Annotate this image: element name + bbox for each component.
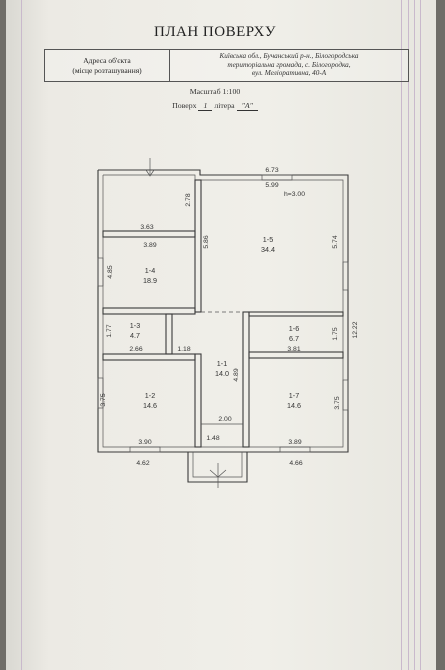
room-area: 18.9 — [143, 276, 157, 285]
dimension-label: 3.75 — [100, 393, 107, 406]
entrance-porch — [187, 452, 248, 488]
address-label-line: Адреса об'єкта — [83, 55, 131, 65]
dimension-label: 3.90 — [138, 439, 151, 446]
litera-prefix: літера — [214, 101, 235, 110]
room-area: 14.0 — [215, 369, 229, 378]
dimension-label: 12.22 — [352, 321, 359, 338]
address-label: Адреса об'єкта (місце розташування) — [45, 50, 170, 81]
room-number: 1-6 — [289, 324, 299, 333]
dimension-label: 1.18 — [177, 346, 190, 353]
floor-prefix: Поверх — [172, 101, 197, 110]
dimension-labels: 6.73 5.99 2.78 3.63 5.86 3.89 4.85 5.74 … — [100, 167, 359, 467]
dimension-label: 4.62 — [136, 460, 149, 467]
dimension-label: 2.66 — [129, 346, 142, 353]
floor-value: 1 — [198, 101, 213, 111]
room-area: 14.6 — [287, 401, 301, 410]
entry-arrow-icon — [145, 158, 155, 177]
dimension-label: 2.00 — [218, 416, 231, 423]
margin-line — [414, 0, 415, 670]
floor-line: Поверх 1 літера "А" — [0, 101, 430, 111]
room-area: 6.7 — [289, 334, 299, 343]
margin-line — [401, 0, 402, 670]
windows — [97, 174, 349, 453]
dimension-label: 3.89 — [143, 242, 156, 249]
room-number: 1-1 — [217, 359, 227, 368]
page-title: ПЛАН ПОВЕРХУ — [154, 24, 276, 40]
address-line: вул. Меліоративна, 40-А — [251, 69, 327, 77]
dimension-label: 5.86 — [203, 235, 210, 248]
litera-value: "А" — [236, 101, 258, 111]
dimension-label: 1.75 — [332, 327, 339, 340]
room-labels: 1-5 34.4 1-4 18.9 1-3 4.7 1-6 6.7 1-1 14… — [130, 235, 301, 410]
interior-walls — [102, 179, 344, 448]
address-label-line: (місце розташування) — [72, 65, 142, 75]
address-line: територіальна громада, с. Білогородка, — [227, 60, 351, 69]
room-number: 1-4 — [145, 266, 155, 275]
dimension-label: 1.77 — [106, 324, 113, 337]
room-area: 34.4 — [261, 245, 275, 254]
outer-walls — [97, 169, 349, 453]
dimension-label: 5.99 — [265, 182, 278, 189]
address-value: Київська обл., Бучанський р-н., Білогоро… — [170, 50, 408, 81]
room-number: 1-5 — [263, 235, 273, 244]
scale-label: Масштаб 1:100 — [189, 87, 241, 96]
dimension-label: 3.81 — [287, 346, 300, 353]
dimension-label: 3.75 — [334, 396, 341, 409]
address-line: Київська обл., Бучанський р-н., Білогоро… — [219, 52, 359, 60]
dimension-label: 6.73 — [265, 167, 278, 174]
dimension-label: 4.66 — [289, 460, 302, 467]
dimension-label: 4.85 — [107, 265, 114, 278]
address-table: Адреса об'єкта (місце розташування) Київ… — [44, 49, 409, 82]
ceiling-height-label: h=3.00 — [284, 191, 305, 198]
dimension-label: 3.89 — [288, 439, 301, 446]
room-number: 1-3 — [130, 321, 140, 330]
margin-line — [420, 0, 421, 670]
dimension-label: 5.74 — [332, 235, 339, 248]
room-area: 4.7 — [130, 331, 140, 340]
margin-line — [21, 0, 22, 670]
room-area: 14.6 — [143, 401, 157, 410]
room-number: 1-7 — [289, 391, 299, 400]
dimension-label: 2.78 — [185, 193, 192, 206]
dimension-label: 3.63 — [140, 224, 153, 231]
dimension-label: 1.48 — [206, 435, 219, 442]
room-number: 1-2 — [145, 391, 155, 400]
document-sheet — [6, 0, 436, 670]
margin-line — [408, 0, 409, 670]
dimension-label: 4.89 — [233, 368, 240, 381]
